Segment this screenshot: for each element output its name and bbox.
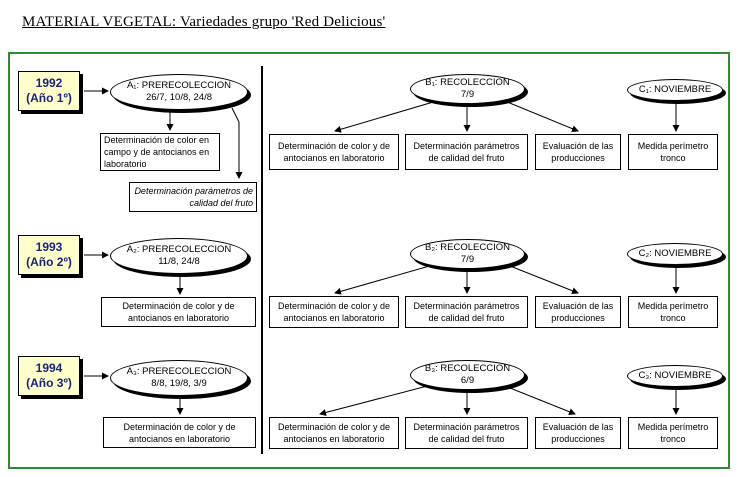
box-b2-produccion: Evaluación de las producciones: [535, 296, 621, 328]
arrow-b2-color: [334, 262, 441, 295]
recoleccion-node-b2: B₂: RECOLECCION 7/9: [410, 239, 525, 269]
box-b3-calidad: Determinación parámetros de calidad del …: [405, 417, 528, 449]
box-b3-produccion: Evaluación de las producciones: [535, 417, 621, 449]
box-b1-calidad: Determinación parámetros de calidad del …: [405, 134, 528, 170]
box-b1-color: Determinación de color y de antocianos e…: [269, 134, 399, 170]
arrow-b1-color: [334, 99, 441, 133]
noviembre-node-c1: C₁: NOVIEMBRE: [627, 79, 723, 101]
recoleccion-node-b3: B₃: RECOLECCION 6/9: [410, 360, 525, 390]
prerecoleccion-node-a2: A₂: PRERECOLECCION 11/8, 24/8: [110, 238, 248, 274]
box-c1-perimetro: Medida perímetro tronco: [628, 134, 718, 170]
noviembre-node-c2: C₂: NOVIEMBRE: [627, 243, 723, 265]
page-title: MATERIAL VEGETAL: Variedades grupo 'Red …: [22, 14, 386, 30]
recoleccion-node-b1: B₁: RECOLECCION 7/9: [410, 74, 525, 104]
noviembre-node-c3: C₃: NOVIEMBRE: [627, 365, 723, 387]
diagram-frame: [8, 52, 730, 469]
box-c3-perimetro: Medida perímetro tronco: [628, 417, 718, 449]
box-a3-color: Determinación de color y de antocianos e…: [103, 417, 256, 448]
arrow-b3-color: [319, 383, 436, 416]
box-a1-color: Determinación de color en campo y de ant…: [100, 133, 220, 171]
box-b3-color: Determinación de color y de antocianos e…: [269, 417, 399, 449]
vertical-divider: [261, 66, 263, 454]
box-b2-calidad: Determinación parámetros de calidad del …: [405, 296, 528, 328]
box-c2-perimetro: Medida perímetro tronco: [628, 296, 718, 328]
arrow-b2-produccion: [499, 261, 579, 295]
arrow-b1-produccion: [499, 98, 579, 132]
year-badge-1993: 1993 (Año 2º): [18, 235, 80, 275]
year-badge-1992: 1992 (Año 1º): [18, 71, 80, 111]
box-a1-calidad: Determinación parámetros de calidad del …: [129, 182, 257, 212]
year-badge-1994: 1994 (Año 3º): [18, 356, 80, 396]
arrow-a1-calidad: [231, 107, 243, 179]
box-b2-color: Determinación de color y de antocianos e…: [269, 296, 399, 328]
box-b1-produccion: Evaluación de las producciones: [535, 134, 621, 170]
box-a2-color: Determinación de color y de antocianos e…: [101, 297, 256, 327]
arrow-b3-produccion: [499, 383, 576, 416]
prerecoleccion-node-a1: A₁: PRERECOLECCION 26/7, 10/8, 24/8: [110, 74, 248, 110]
prerecoleccion-node-a3: A₃: PRERECOLECCION 8/8, 19/8, 3/9: [110, 360, 248, 396]
